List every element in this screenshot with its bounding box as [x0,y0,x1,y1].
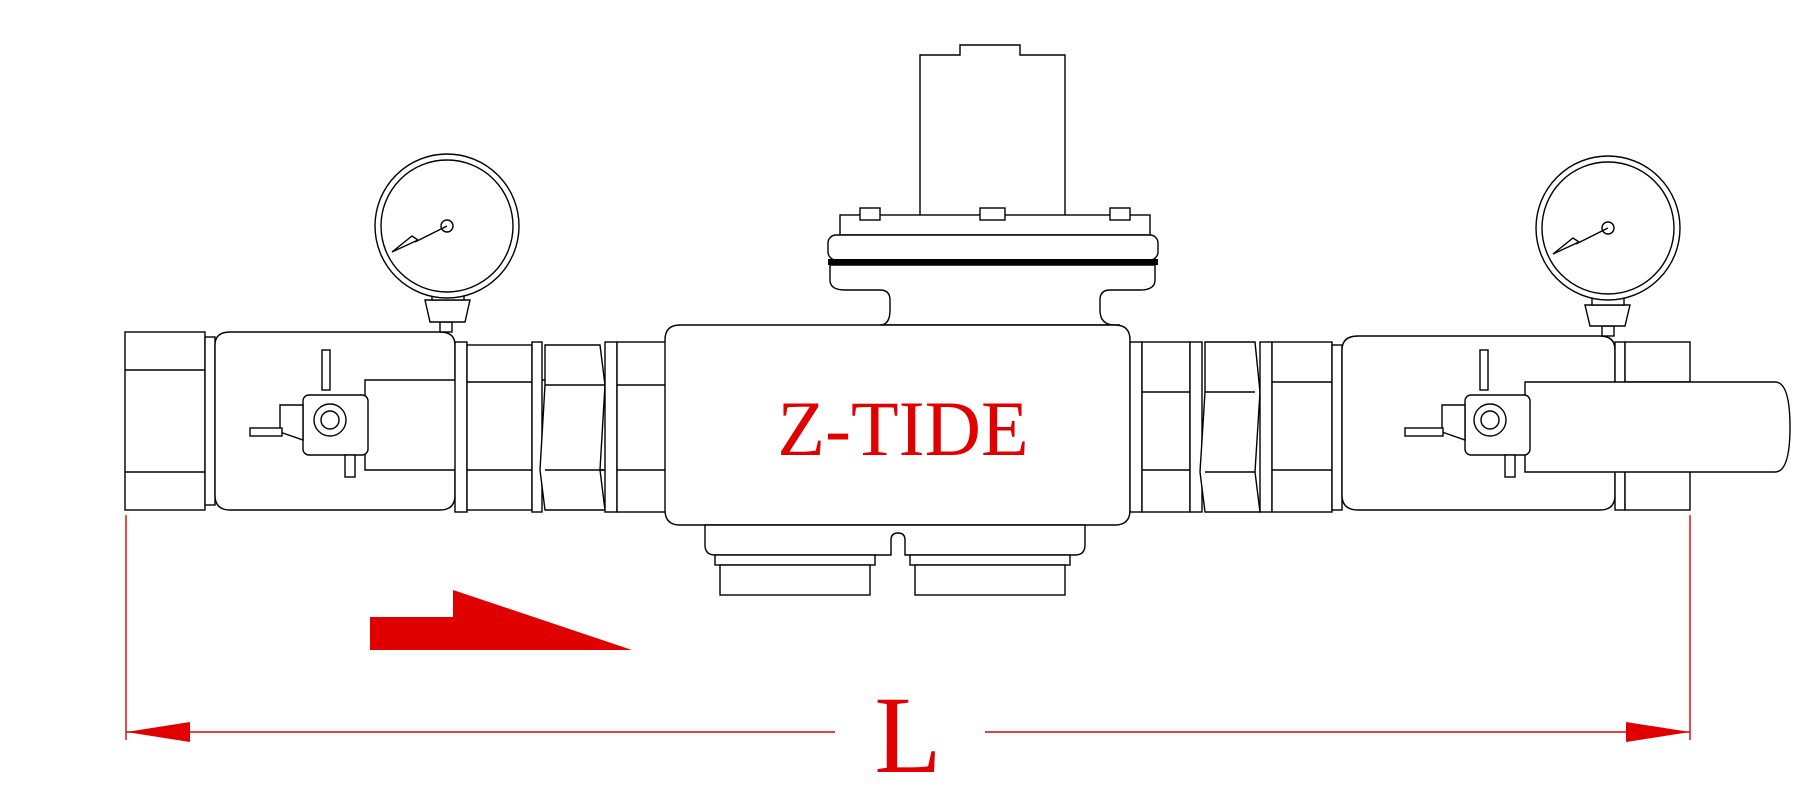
left-gauge [374,153,520,333]
center-bonnet [827,207,1159,326]
center-body [664,324,1131,596]
left-union-nut [454,341,668,513]
right-gauge [1535,155,1681,337]
dimension-arrowhead-right-icon [1626,722,1690,742]
flow-arrow-icon [370,590,632,650]
dimension-line [125,515,1691,742]
right-union-nut [1129,341,1343,513]
left-end-fitting [124,331,216,511]
center-actuator-cap [919,44,1066,219]
dimension-arrowhead-left-icon [126,722,190,742]
dimension-label: L [874,674,941,796]
brand-label: Z-TIDE [777,385,1028,472]
right-valve-handle [1404,349,1791,478]
